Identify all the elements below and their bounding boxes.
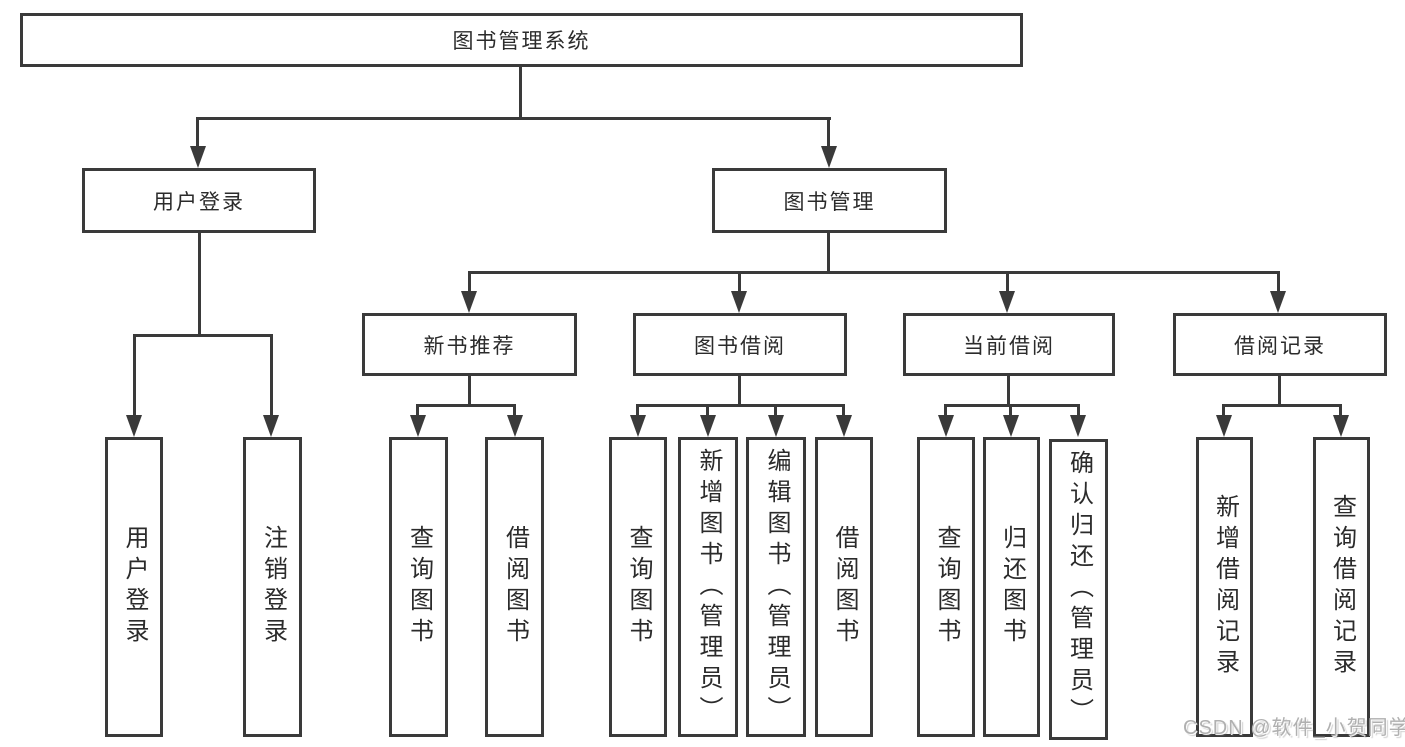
connector-drop xyxy=(842,404,845,417)
arrow-down-icon xyxy=(821,146,837,168)
leaf-query-books-borrowing: 查询图书 xyxy=(609,437,667,737)
node-book-management: 图书管理 xyxy=(712,168,947,233)
connector-current-borrowing-rail xyxy=(944,404,1080,407)
arrow-down-icon xyxy=(1333,415,1349,437)
leaf-query-books-newbooks: 查询图书 xyxy=(389,437,448,737)
node-book-management-label: 图书管理 xyxy=(783,190,876,214)
leaf-label: 新增借阅记录 xyxy=(1211,494,1239,680)
connector-drop xyxy=(636,404,639,417)
arrow-down-icon xyxy=(461,291,477,313)
node-new-books: 新书推荐 xyxy=(362,313,577,376)
leaf-borrow-books-newbooks: 借阅图书 xyxy=(485,437,544,737)
connector-drop xyxy=(1077,404,1080,417)
arrow-down-icon xyxy=(731,291,747,313)
arrow-down-icon xyxy=(1270,291,1286,313)
connector-drop xyxy=(774,404,777,417)
connector-borrowing-records-rail xyxy=(1222,404,1342,407)
connector-drop xyxy=(1222,404,1225,417)
leaf-label: 归还图书 xyxy=(998,525,1026,649)
connector-current-borrowing-stem xyxy=(1007,376,1010,406)
connector-drop xyxy=(706,404,709,417)
leaf-label: 借阅图书 xyxy=(831,525,858,649)
arrow-down-icon xyxy=(999,291,1015,313)
arrow-down-icon xyxy=(630,415,646,437)
connector-book-borrowing-stem xyxy=(738,376,741,406)
arrow-down-icon xyxy=(126,415,142,437)
connector-drop xyxy=(416,404,419,417)
arrow-down-icon xyxy=(410,415,426,437)
connector-drop xyxy=(1006,271,1009,291)
leaf-borrow-books: 借阅图书 xyxy=(815,437,873,737)
connector-drop-user-login xyxy=(196,117,199,149)
leaf-add-books-admin: 新增图书（管理员） xyxy=(678,437,738,737)
connector-user-login-stem xyxy=(198,233,201,336)
connector-drop xyxy=(1277,271,1280,291)
leaf-label: 新增图书（管理员） xyxy=(695,447,722,727)
connector-drop xyxy=(513,404,516,417)
leaf-add-borrow-record: 新增借阅记录 xyxy=(1196,437,1253,737)
node-book-borrowing-label: 图书借阅 xyxy=(694,334,786,358)
node-new-books-label: 新书推荐 xyxy=(423,334,516,358)
leaf-confirm-return-admin: 确认归还（管理员） xyxy=(1049,439,1108,740)
leaf-user-login: 用户登录 xyxy=(105,437,163,737)
arrow-down-icon xyxy=(1070,415,1086,437)
arrow-down-icon xyxy=(1216,415,1232,437)
connector-drop xyxy=(133,334,136,416)
connector-new-books-stem xyxy=(468,376,471,406)
connector-drop xyxy=(738,271,741,291)
connector-drop xyxy=(468,271,471,291)
connector-book-management-stem xyxy=(827,233,830,273)
leaf-label: 查询图书 xyxy=(933,525,960,649)
node-borrowing-records-label: 借阅记录 xyxy=(1234,334,1326,358)
connector-drop xyxy=(1339,404,1342,417)
connector-user-login-rail xyxy=(133,334,273,337)
leaf-label: 确认归还（管理员） xyxy=(1065,450,1093,729)
leaf-return-books: 归还图书 xyxy=(983,437,1040,737)
connector-drop xyxy=(944,404,947,417)
node-current-borrowing: 当前借阅 xyxy=(903,313,1115,376)
arrow-down-icon xyxy=(507,415,523,437)
node-borrowing-records: 借阅记录 xyxy=(1173,313,1387,376)
leaf-query-borrow-record: 查询借阅记录 xyxy=(1313,437,1370,737)
node-user-login-label: 用户登录 xyxy=(153,190,245,214)
connector-new-books-rail xyxy=(416,404,516,407)
leaf-label: 用户登录 xyxy=(121,525,148,649)
connector-drop xyxy=(1009,404,1012,417)
node-book-borrowing: 图书借阅 xyxy=(633,313,847,376)
node-user-login: 用户登录 xyxy=(82,168,316,233)
connector-borrowing-records-stem xyxy=(1278,376,1281,406)
leaf-logout: 注销登录 xyxy=(243,437,302,737)
connector-level2-rail xyxy=(196,117,831,120)
connector-book-borrowing-rail xyxy=(636,404,845,407)
leaf-label: 借阅图书 xyxy=(501,525,529,649)
node-root: 图书管理系统 xyxy=(20,13,1023,67)
arrow-down-icon xyxy=(938,415,954,437)
arrow-down-icon xyxy=(768,415,784,437)
arrow-down-icon xyxy=(263,415,279,437)
csdn-watermark: CSDN @软件_小贺同学 xyxy=(1183,717,1405,739)
arrow-down-icon xyxy=(700,415,716,437)
node-current-borrowing-label: 当前借阅 xyxy=(963,334,1055,358)
leaf-label: 查询图书 xyxy=(405,525,433,649)
arrow-down-icon xyxy=(1003,415,1019,437)
leaf-query-books-current: 查询图书 xyxy=(917,437,975,737)
leaf-label: 查询借阅记录 xyxy=(1328,494,1356,680)
connector-root-stem xyxy=(519,67,522,119)
arrow-down-icon xyxy=(190,146,206,168)
leaf-label: 查询图书 xyxy=(625,525,652,649)
leaf-label: 注销登录 xyxy=(259,525,287,649)
node-root-label: 图书管理系统 xyxy=(452,30,591,53)
connector-drop-book-management xyxy=(827,117,830,149)
arrow-down-icon xyxy=(836,415,852,437)
leaf-label: 编辑图书（管理员） xyxy=(763,447,790,727)
leaf-edit-books-admin: 编辑图书（管理员） xyxy=(746,437,806,737)
connector-level3-rail xyxy=(468,271,1280,274)
connector-drop xyxy=(270,334,273,416)
